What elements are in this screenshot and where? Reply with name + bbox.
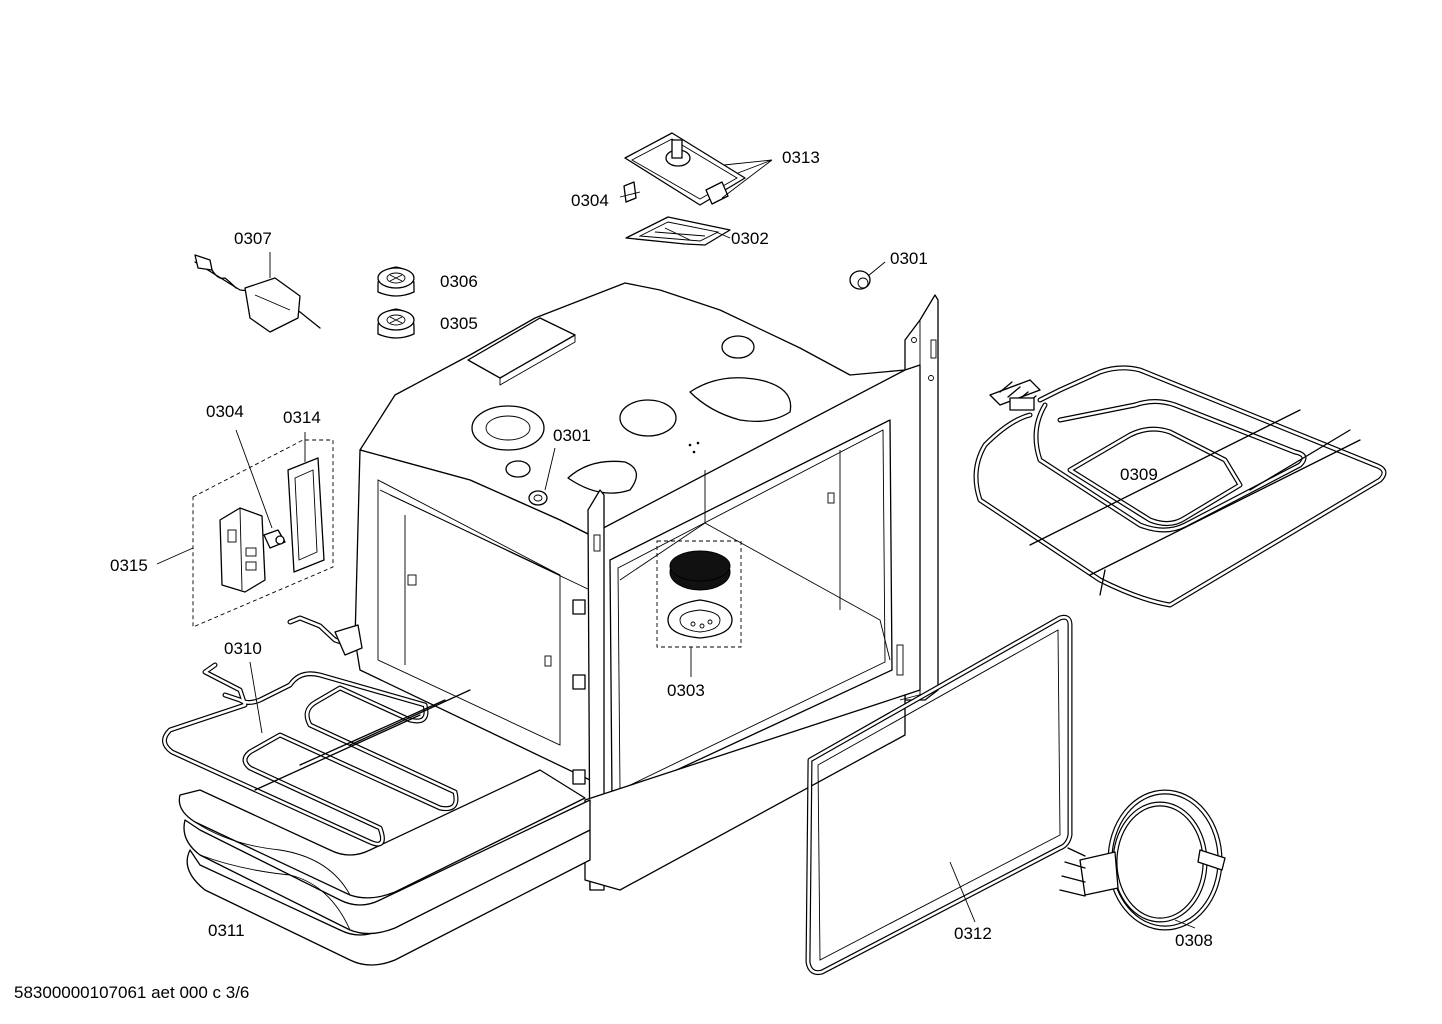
fan-motor-assembly-0313 — [623, 132, 746, 246]
label-0301-top: 0301 — [890, 249, 928, 268]
control-module-group-0315 — [192, 439, 334, 628]
bushing-0301-top — [849, 270, 871, 290]
label-0309: 0309 — [1120, 465, 1158, 484]
label-0304-left: 0304 — [206, 402, 244, 421]
label-0312: 0312 — [954, 924, 992, 943]
bottom-heating-element-0310 — [162, 615, 471, 847]
label-0310: 0310 — [224, 639, 262, 658]
lamp-assembly-0303 — [656, 540, 742, 648]
label-0308: 0308 — [1175, 931, 1213, 950]
ring-heating-element-0308 — [1059, 789, 1226, 931]
label-0301-mid: 0301 — [553, 426, 591, 445]
label-0307: 0307 — [234, 229, 272, 248]
cap-0306 — [377, 266, 415, 297]
label-0315: 0315 — [110, 556, 148, 575]
oven-cavity-housing — [354, 282, 939, 891]
cap-0305 — [377, 308, 415, 339]
label-0313: 0313 — [782, 148, 820, 167]
top-heating-element-0309 — [973, 365, 1387, 608]
door-seal-0312 — [805, 614, 1073, 975]
label-0314: 0314 — [283, 408, 321, 427]
document-id: 58300000107061 aet 000 c 3/6 — [14, 983, 249, 1002]
label-0311: 0311 — [208, 921, 245, 940]
insulation-blanket-0311 — [178, 769, 591, 966]
label-0304-top: 0304 — [571, 191, 609, 210]
label-0302: 0302 — [731, 229, 769, 248]
part-labels: 0313 0304 0302 0307 0306 0305 0301 0304 … — [110, 148, 1213, 950]
label-0303: 0303 — [667, 681, 705, 700]
label-0305: 0305 — [440, 314, 478, 333]
temperature-sensor-0307 — [194, 254, 321, 333]
leader-lines — [156, 159, 1196, 929]
label-0306: 0306 — [440, 272, 478, 291]
